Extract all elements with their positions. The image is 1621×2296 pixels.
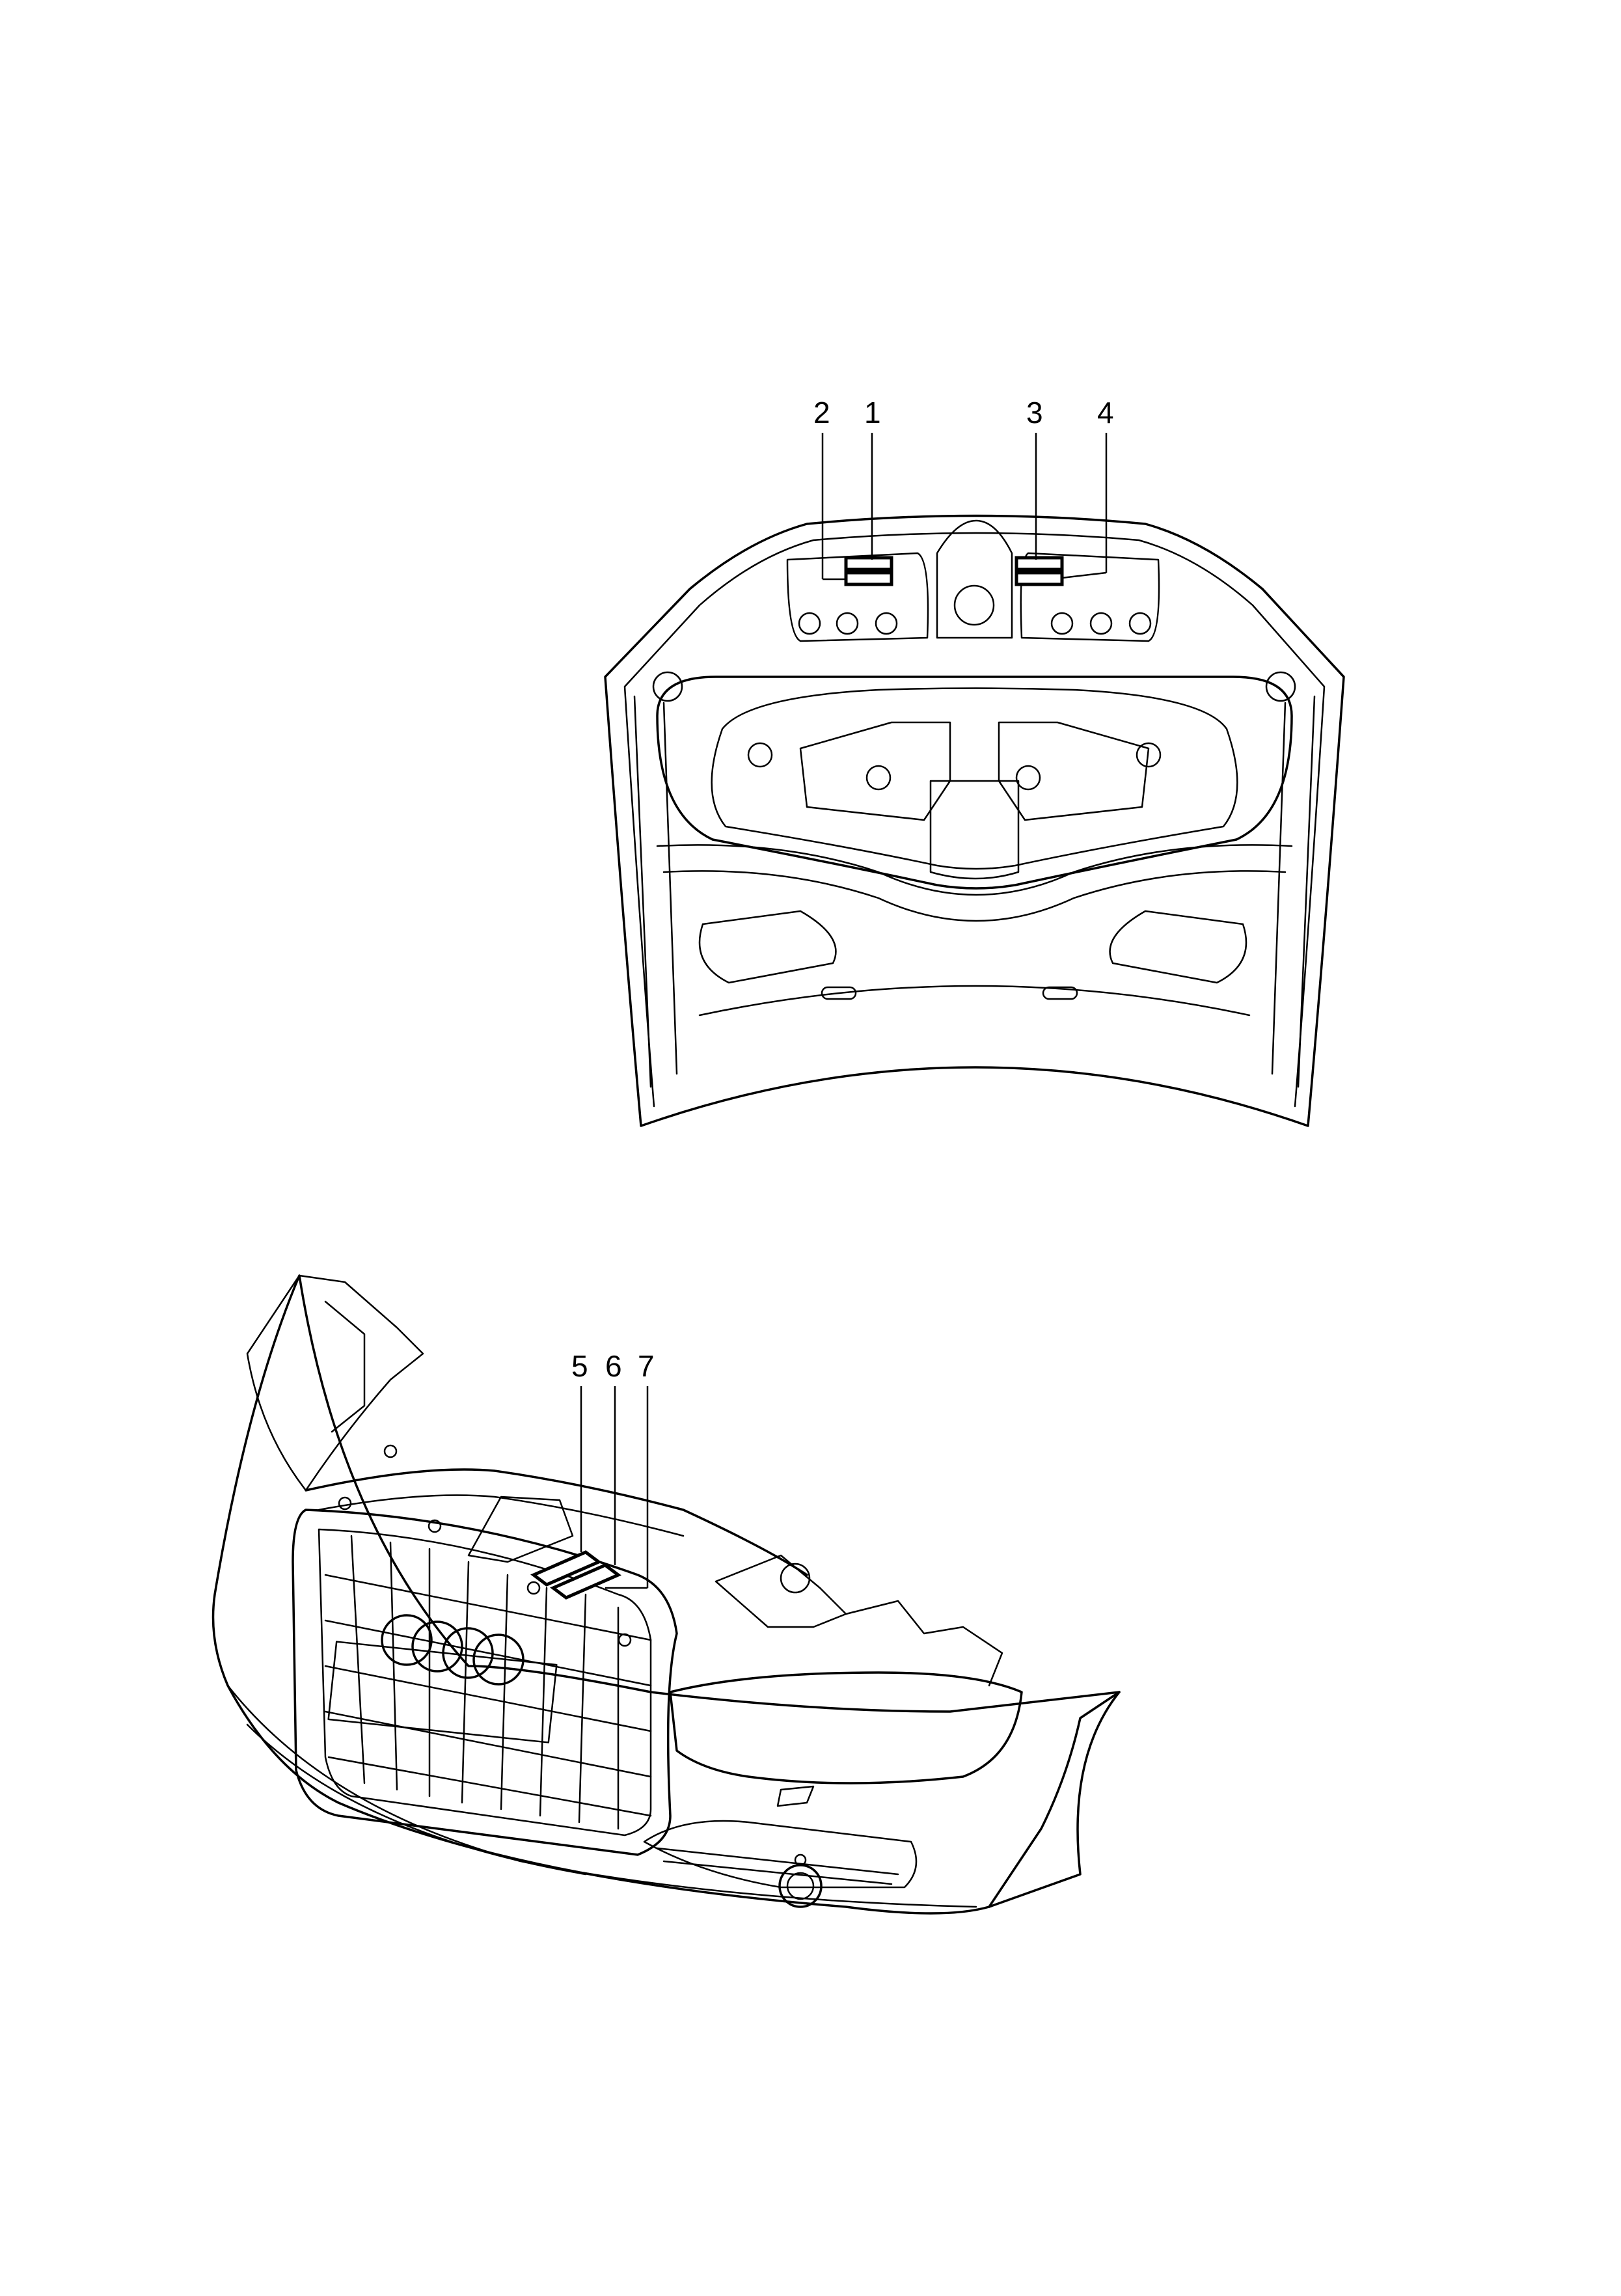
front-bumper-illustration [211, 1274, 1121, 1915]
callout-3: 3 [1026, 396, 1043, 430]
callout-2: 2 [813, 396, 830, 430]
bumper-callouts: 5 6 7 [571, 1349, 655, 1589]
callout-1: 1 [864, 396, 881, 430]
hood-callouts: 2 1 3 4 [813, 396, 1114, 581]
hood-illustration [604, 514, 1345, 1127]
callout-6: 6 [605, 1349, 622, 1383]
leader-line-4-end [1061, 571, 1107, 579]
callout-5: 5 [571, 1349, 588, 1383]
callout-7: 7 [638, 1349, 655, 1383]
grille-mesh [324, 1535, 652, 1830]
callout-4: 4 [1097, 396, 1114, 430]
